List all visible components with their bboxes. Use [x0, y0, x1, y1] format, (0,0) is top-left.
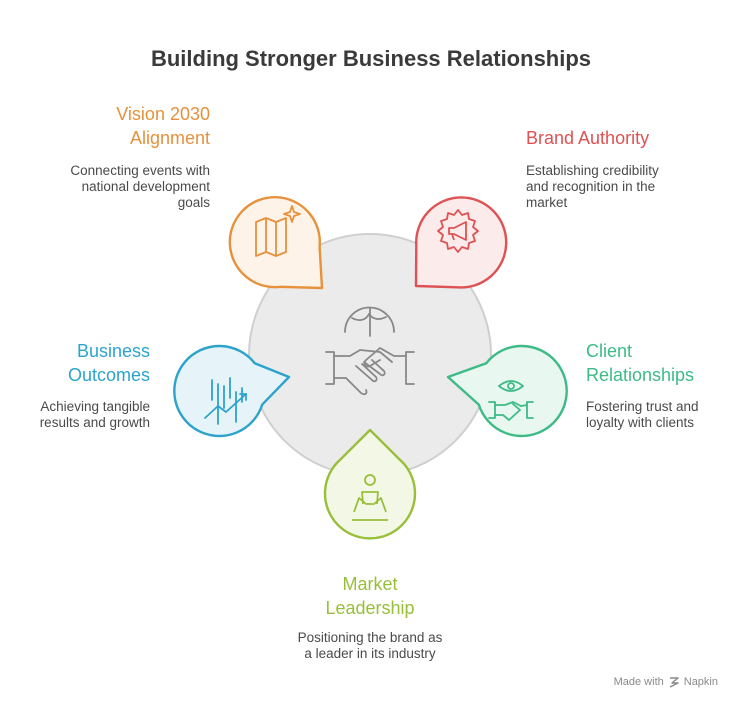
map-sparkle-icon — [255, 205, 301, 257]
client-desc: Fostering trust and loyalty with clients — [586, 399, 699, 430]
business-title: Business Outcomes — [67, 341, 150, 385]
footer-made-with: Made with — [613, 676, 664, 688]
napkin-logo-icon — [668, 676, 680, 688]
megaphone-badge-icon — [437, 209, 479, 253]
footer: Made with Napkin — [614, 676, 718, 688]
brand-title: Brand Authority — [526, 128, 650, 148]
footer-brand: Napkin — [683, 676, 718, 688]
client-title: Client Relationships — [586, 341, 695, 385]
globe-handshake-icon — [325, 306, 415, 396]
market-desc: Positioning the brand as a leader in its… — [297, 630, 443, 661]
vision-title: Vision 2030 Alignment — [116, 104, 210, 148]
eye-handshake-icon — [488, 380, 534, 421]
brand-teardrop — [414, 196, 508, 289]
market-title: Market Leadership — [325, 574, 415, 618]
chart-growth-icon — [204, 377, 247, 425]
brand-desc: Establishing credibility and recognition… — [526, 163, 659, 210]
podium-person-icon — [352, 474, 388, 521]
business-teardrop — [173, 344, 291, 438]
vision-desc: Connecting events with national developm… — [70, 163, 210, 210]
business-desc: Achieving tangible results and growth — [39, 399, 150, 430]
diagram-title: Building Stronger Business Relationships — [150, 46, 592, 71]
